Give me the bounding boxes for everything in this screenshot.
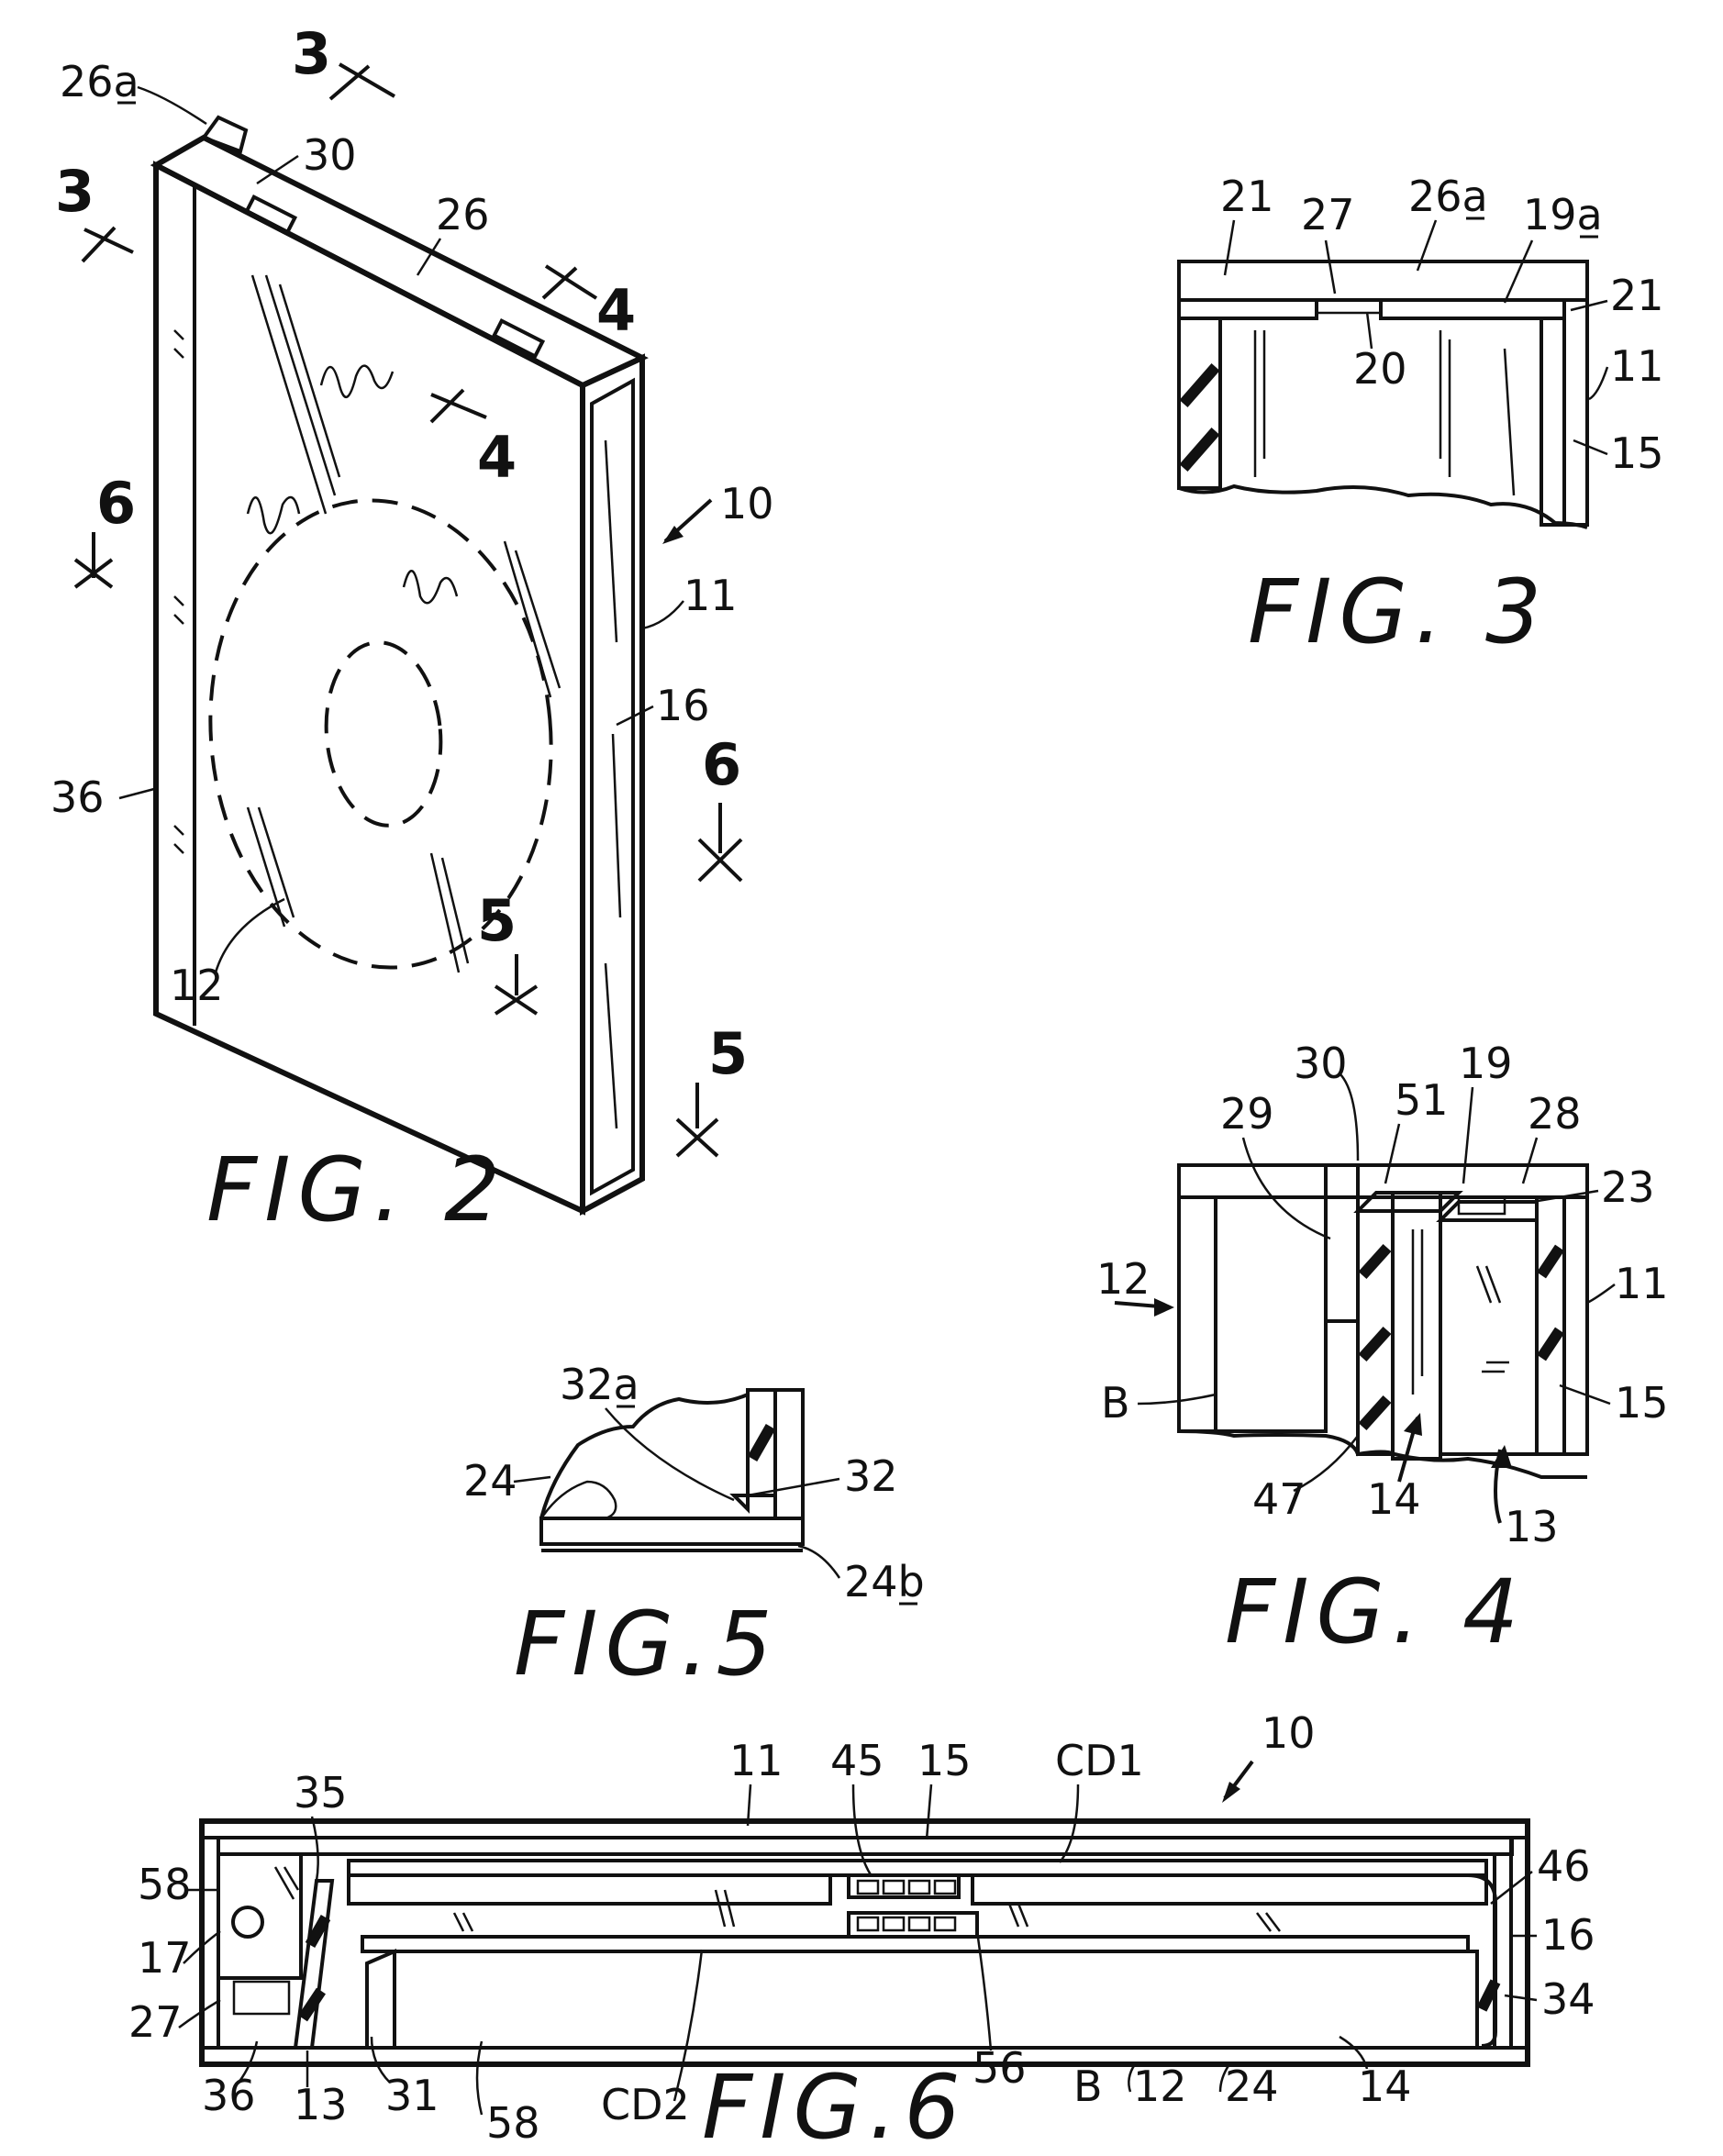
fig2-ref-36: 36 [50,772,105,822]
fig2-section-6-right: 6 [702,731,741,798]
fig4-ref-28: 28 [1528,1089,1582,1139]
fig6-ref-24: 24 [1225,2062,1279,2111]
fig3-ref-27: 27 [1301,190,1355,239]
fig2-section-6-left: 6 [96,470,136,537]
fig6-ref-15: 15 [917,1736,972,1785]
fig4-caption: FIG. 4 [1225,1561,1526,1663]
fig5-ref-24b: 24b [844,1557,925,1606]
fig2-ref-12: 12 [170,961,224,1010]
fig3-ref-21-right: 21 [1610,271,1664,320]
fig4-ref-14: 14 [1367,1474,1421,1524]
fig6-ref-35: 35 [294,1768,348,1817]
fig2-ref-10: 10 [720,479,774,528]
fig6-ref-46: 46 [1537,1841,1591,1891]
fig4-ref-29: 29 [1220,1089,1274,1139]
fig2-section-5-right: 5 [708,1020,748,1087]
fig4-ref-13: 13 [1505,1502,1559,1551]
figure-6: 10 11 45 15 CD1 35 58 46 17 16 27 34 36 … [128,1708,1595,2156]
fig6-ref-45: 45 [830,1736,884,1785]
fig3-caption: FIG. 3 [1248,561,1549,663]
fig4-ref-12: 12 [1096,1254,1151,1304]
fig2-section-3-top: 3 [292,20,331,87]
fig6-ref-CD1: CD1 [1055,1736,1144,1785]
fig6-ref-34: 34 [1541,1974,1595,2024]
fig2-section-4-mid: 4 [477,424,517,491]
fig3-ref-21-left: 21 [1220,172,1274,221]
fig6-ref-CD2: CD2 [601,2080,690,2129]
fig6-ref-B: B [1073,2062,1103,2111]
fig3-ref-26a: 26a [1408,172,1488,221]
fig6-ref-10: 10 [1262,1708,1316,1758]
fig2-section-5-mid: 5 [477,887,517,954]
fig4-ref-47: 47 [1252,1474,1306,1524]
fig2-ref-26: 26 [436,190,490,239]
fig4-ref-11: 11 [1615,1259,1669,1308]
fig2-ref-26a: 26a [60,57,139,106]
fig6-ref-36: 36 [202,2071,256,2120]
figure-3: 21 27 26a 19a 21 20 11 15 FIG. 3 [1177,172,1664,663]
fig6-ref-16: 16 [1541,1910,1595,1960]
fig2-ref-11: 11 [684,571,738,620]
fig2-caption: FIG. 2 [206,1139,507,1241]
fig4-ref-30: 30 [1294,1039,1348,1088]
fig2-section-4-top: 4 [596,277,636,344]
fig4-ref-19: 19 [1459,1039,1513,1088]
fig6-ref-14: 14 [1358,2062,1412,2111]
fig6-ref-12: 12 [1133,2062,1187,2111]
fig6-ref-17: 17 [138,1933,192,1983]
fig2-ref-16: 16 [656,681,710,730]
fig6-ref-11: 11 [729,1736,784,1785]
figure-2: 3 3 4 4 6 6 5 5 26a 30 26 10 [50,20,774,1241]
fig6-ref-58-bottom: 58 [486,2098,540,2148]
fig6-ref-13: 13 [294,2080,348,2129]
fig6-ref-56: 56 [973,2043,1027,2093]
fig5-caption: FIG.5 [514,1593,780,1695]
fig3-ref-11: 11 [1610,341,1664,391]
fig6-caption: FIG.6 [702,2056,968,2156]
fig2-section-3-left: 3 [55,158,94,225]
fig5-ref-32: 32 [844,1451,898,1501]
fig4-ref-23: 23 [1601,1162,1655,1212]
fig5-ref-32a: 32a [560,1360,639,1409]
fig4-ref-51: 51 [1395,1075,1449,1125]
fig4-ref-B: B [1101,1378,1130,1428]
fig6-ref-27: 27 [128,1997,183,2047]
fig3-ref-19a: 19a [1523,190,1603,239]
fig3-ref-15: 15 [1610,428,1664,478]
fig4-ref-15: 15 [1615,1378,1669,1428]
fig5-ref-24: 24 [463,1456,517,1506]
figure-5: 32a 24 32 24b FIG.5 [463,1360,925,1695]
fig6-ref-58-left: 58 [138,1860,192,1909]
fig3-ref-20: 20 [1353,344,1407,394]
fig6-ref-31: 31 [385,2071,439,2120]
fig2-ref-30: 30 [303,130,357,180]
figure-4: 30 19 29 51 28 23 12 11 B 15 47 14 13 FI… [1096,1039,1669,1663]
